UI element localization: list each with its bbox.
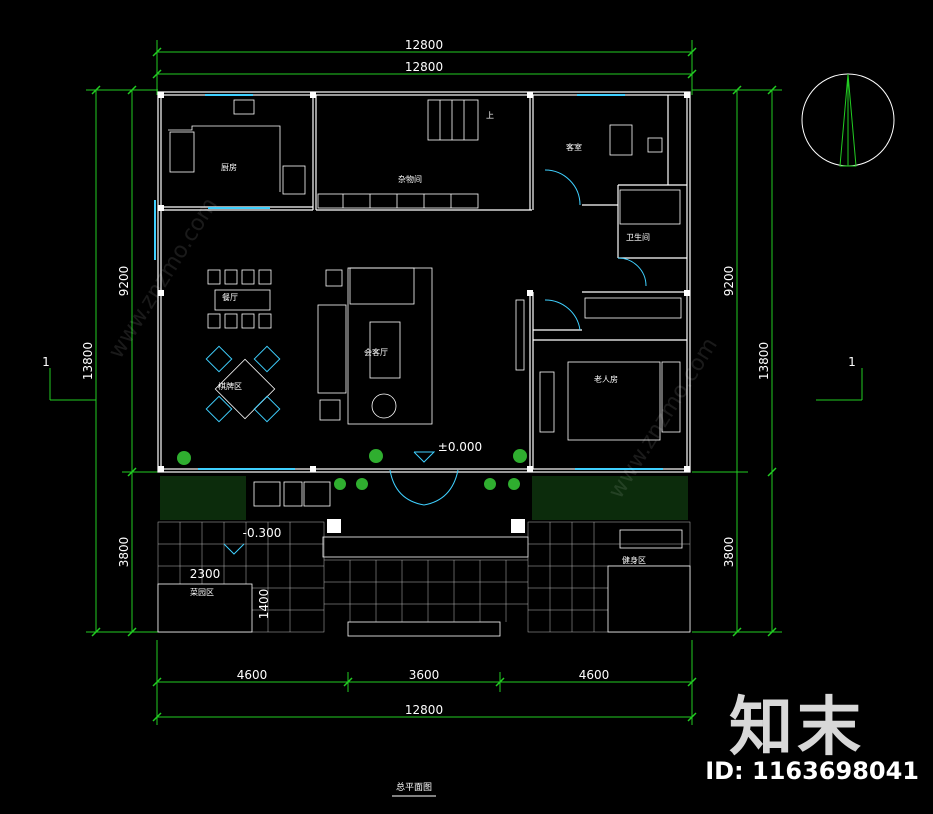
room-bathroom: 卫生间 xyxy=(626,232,650,242)
room-living: 会客厅 xyxy=(364,347,388,357)
room-storage: 杂物间 xyxy=(398,174,422,184)
dim-right-upper: 9200 xyxy=(722,266,736,297)
room-fitness: 健身区 xyxy=(622,555,646,565)
level-terrace: -0.300 xyxy=(243,526,282,540)
plant-hatching xyxy=(160,449,688,520)
room-chess: 棋牌区 xyxy=(218,381,242,391)
dim-bottom-total: 12800 xyxy=(405,703,443,717)
dim-top-total-2: 12800 xyxy=(405,60,443,74)
room-kitchen: 厨房 xyxy=(221,162,237,172)
dimension-ticks xyxy=(91,47,777,722)
section-mark-left: 1 xyxy=(42,355,50,369)
columns xyxy=(158,92,690,533)
dim-left-total: 13800 xyxy=(81,342,95,380)
doors xyxy=(389,169,647,506)
dim-top-total-1: 12800 xyxy=(405,38,443,52)
level-marker xyxy=(223,451,436,555)
dim-bottom-mid: 3600 xyxy=(409,668,440,682)
level-floor: ±0.000 xyxy=(438,440,482,454)
room-elder-bedroom: 老人房 xyxy=(594,374,618,384)
room-garden: 菜园区 xyxy=(190,587,214,597)
fitness-equipment-area xyxy=(607,565,691,633)
dim-left-upper: 9200 xyxy=(117,266,131,297)
chess-chairs xyxy=(205,345,281,423)
north-arrow xyxy=(801,73,895,167)
windows xyxy=(154,94,663,470)
dim-patio-width: 2300 xyxy=(190,567,221,581)
dim-left-lower: 3800 xyxy=(117,537,131,568)
dim-bottom-right: 4600 xyxy=(579,668,610,682)
furniture xyxy=(168,99,683,637)
dim-patio-depth: 1400 xyxy=(257,589,271,620)
room-dining: 餐厅 xyxy=(222,293,238,302)
room-bedroom: 客室 xyxy=(566,142,582,152)
dim-right-lower: 3800 xyxy=(722,537,736,568)
dim-bottom-left: 4600 xyxy=(237,668,268,682)
dimension-lines xyxy=(49,40,863,725)
brand-logo-text: 知末 xyxy=(729,691,865,765)
garden-bed xyxy=(157,583,253,633)
walls xyxy=(157,91,691,473)
image-id-label: ID: 1163698041 xyxy=(705,757,919,785)
stairs-up-label: 上 xyxy=(486,111,494,120)
section-mark-right: 1 xyxy=(848,355,856,369)
drawing-title: 总平面图 xyxy=(396,781,432,793)
dim-right-total: 13800 xyxy=(757,342,771,380)
